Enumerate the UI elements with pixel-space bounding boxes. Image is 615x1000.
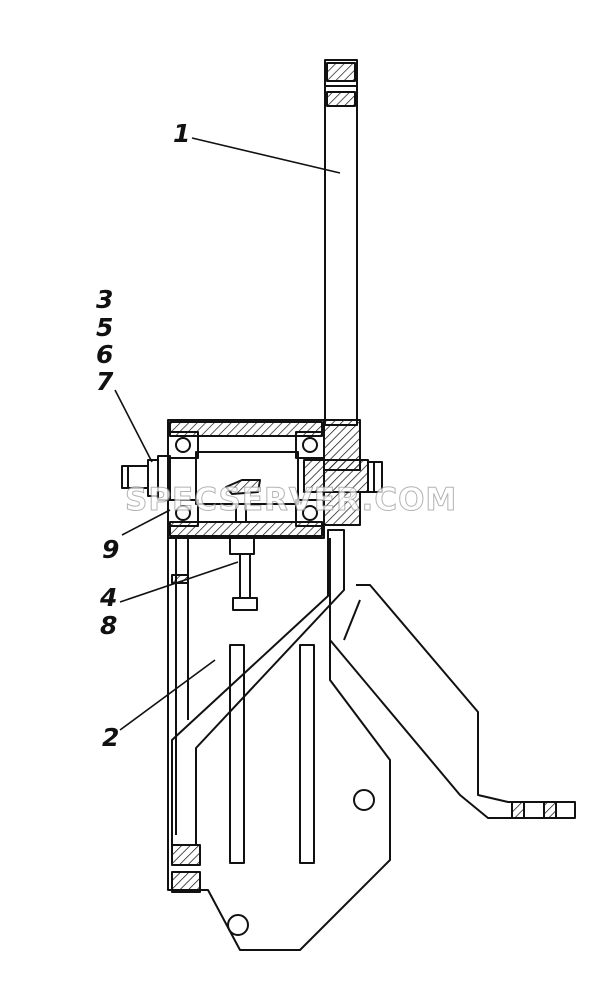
callout-6: 6 xyxy=(96,340,113,369)
callout-labels: 1 3 5 6 7 9 4 8 2 xyxy=(96,119,190,752)
callout-9: 9 xyxy=(102,535,119,564)
bearings xyxy=(167,431,325,527)
bent-rod xyxy=(171,529,345,846)
callout-4: 4 xyxy=(99,583,117,612)
bolt-part-4-8 xyxy=(229,503,258,611)
leader-lines xyxy=(114,137,341,731)
shaft-assembly xyxy=(121,455,383,501)
watermark-text: SPECSERVER.COM xyxy=(125,482,457,518)
callout-5: 5 xyxy=(96,313,113,342)
bracket-part-2 xyxy=(167,538,391,951)
callout-8: 8 xyxy=(100,611,117,640)
lever-part-1 xyxy=(323,59,361,526)
callout-7: 7 xyxy=(96,367,114,396)
callout-1: 1 xyxy=(173,119,190,148)
right-bracket xyxy=(329,584,576,819)
housing-body xyxy=(167,419,325,539)
callout-3: 3 xyxy=(96,285,113,314)
callout-2: 2 xyxy=(102,723,119,752)
